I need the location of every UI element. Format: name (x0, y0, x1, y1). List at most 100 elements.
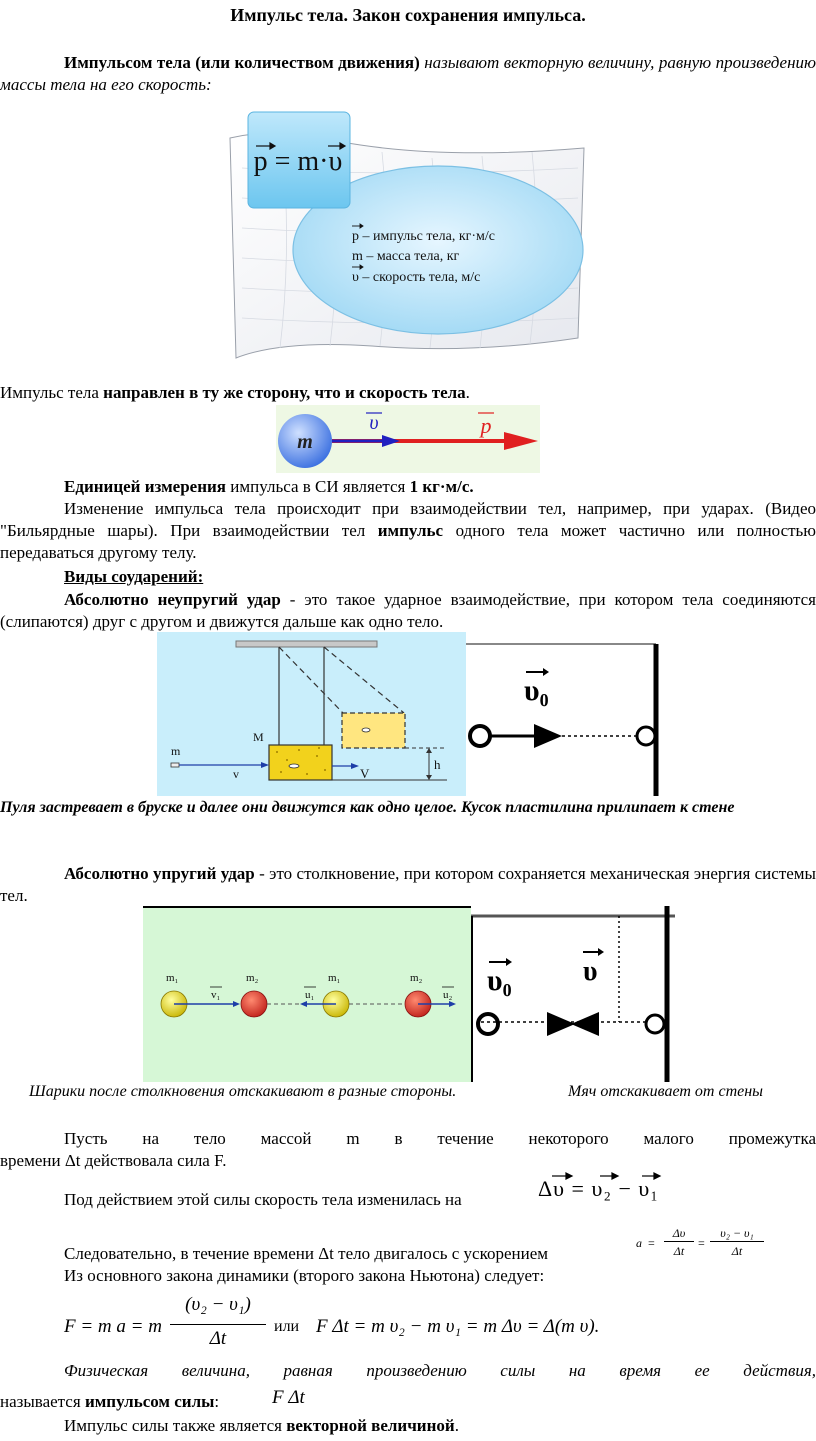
vector-v1: v₁ (211, 989, 221, 1001)
elastic-rest: - это столкновение, при котором сохраняе… (0, 864, 816, 905)
collision-types-label: Виды соударений: (64, 567, 204, 586)
acceleration-formula: a = Δυ Δt = υ₂ − υ₁ Δt (636, 1226, 766, 1264)
legend-line-2: m – масса тела, кг (352, 249, 460, 264)
definition-rest: называют векторную величину, равную прои… (0, 53, 816, 94)
height-label: h (434, 757, 441, 772)
impulse-formula: F Δt (272, 1387, 305, 1408)
stuck-ball (635, 725, 657, 747)
units-bold-2: 1 кг·м/с. (409, 477, 474, 496)
legend-line-3: υ – скорость тела, м/с (352, 270, 480, 285)
initial-velocity-label: υ₀ (524, 674, 549, 707)
incident-velocity-label: υ₀ (487, 964, 512, 997)
block-M (268, 744, 333, 781)
velocity-arrowhead (382, 435, 400, 447)
label-m2-after: m₂ (410, 972, 423, 984)
vector-note-bold: векторной величиной (286, 1416, 455, 1435)
acceleration-symbol: a (636, 1236, 642, 1250)
formula-card (247, 111, 351, 209)
force-line-1: Пусть на тело массой m в течение некотор… (64, 1129, 816, 1148)
collision-types-heading: Виды соударений: (0, 566, 816, 588)
acceleration-text: Следовательно, в течение времени Δt тело… (64, 1244, 549, 1263)
newton-or: или (274, 1318, 300, 1335)
acceleration-num-2: υ₂ − υ₁ (720, 1226, 754, 1240)
inelastic-rest: - это такое ударное взаимодействие, при … (0, 590, 816, 631)
direction-paragraph: Импульс тела направлен в ту же сторону, … (0, 382, 816, 404)
direction-figure: m υ p (276, 405, 540, 473)
newton-formula: F = m a = m (υ₂ − υ₁) Δt или F Δt = m υ₂… (64, 1290, 634, 1350)
acceleration-den-2: Δt (731, 1244, 743, 1258)
newton-text: Из основного закона динамики (второго за… (64, 1266, 545, 1285)
elastic-bold: Абсолютно упругий удар (64, 864, 255, 883)
plasticine-wall-figure: υ₀ (466, 643, 659, 796)
elastic-caption-right: Мяч отскакивает от стены (568, 1083, 763, 1100)
force-line-2: времени Δt действовала сила F. (0, 1151, 227, 1170)
definition-paragraph: Импульсом тела (или количеством движения… (0, 52, 816, 96)
newton-right: F Δt = m υ₂ − m υ₁ = m Δυ = Δ(m υ). (316, 1316, 600, 1337)
units-bold-1: Единицей измерения (64, 477, 227, 496)
velocity-change-text: Под действием этой силы скорость тела из… (64, 1190, 462, 1209)
formula-text: p = m·υ (254, 146, 343, 177)
direction-post: . (465, 383, 470, 402)
displaced-block (341, 712, 406, 749)
vector-note-post: . (454, 1416, 459, 1435)
inelastic-paragraph: Абсолютно неупругий удар - это такое уда… (0, 589, 816, 633)
impulse-def-bold: импульсом силы (84, 1392, 215, 1411)
vector-note-pre: Импульс силы также является (64, 1416, 287, 1435)
bullet-velocity-label: v (233, 767, 239, 781)
impulse-def-line-1: Физическая величина, равная произведению… (64, 1361, 816, 1380)
direction-bold: направлен в ту же сторону, что и скорост… (103, 383, 466, 402)
change-pre: Изменение импульса тела происходит при в… (0, 499, 816, 540)
vector-u2: u₂ (443, 989, 453, 1001)
impulse-def-post: : (214, 1392, 220, 1411)
inelastic-caption: Пуля застревает в бруске и далее они дви… (0, 799, 735, 816)
body-ball (278, 414, 332, 468)
legend-line-1: p – импульс тела, кг·м/с (352, 229, 495, 244)
newton-num: (υ₂ − υ₁) (185, 1294, 251, 1315)
acceleration-eq-2: = (698, 1236, 705, 1250)
direction-pre: Импульс тела (0, 383, 104, 402)
page-title: Импульс тела. Закон сохранения импульса. (230, 5, 586, 25)
elastic-paragraph: Абсолютно упругий удар - это столкновени… (0, 863, 816, 907)
velocity-change-arrows (552, 1172, 662, 1180)
legend-ellipse (292, 165, 584, 335)
combined-velocity-label: V (360, 766, 370, 781)
label-m2-before: m₂ (246, 972, 259, 984)
momentum-arrowhead (504, 432, 538, 450)
ball-at-wall (644, 1013, 666, 1035)
elastic-caption-left: Шарики после столкновения отскакивают в … (29, 1083, 457, 1100)
acceleration-eq-1: = (648, 1236, 655, 1250)
velocity-change-formula: Δυ = υ₂ − υ₁ (538, 1176, 659, 1201)
definition-term: Импульсом тела (или количеством движения… (64, 53, 420, 72)
plasticine-ball (468, 724, 492, 748)
impulse-def-pre: называется (0, 1392, 85, 1411)
momentum-label: p (479, 413, 492, 438)
label-m1-after: m₁ (328, 972, 341, 984)
units-mid: импульса в СИ является (226, 477, 410, 496)
newton-den: Δt (209, 1328, 227, 1349)
change-paragraph: Изменение импульса тела происходит при в… (0, 498, 816, 564)
momentum-formula-figure: p = m·υ p – импульс тела, кг·м/с m – мас… (229, 111, 585, 359)
vector-note: Импульс силы также является векторной ве… (64, 1416, 459, 1436)
impulse-def-line-2: называется импульсом силы: (0, 1392, 219, 1412)
inelastic-bold: Абсолютно неупругий удар (64, 590, 281, 609)
change-bold: импульс (377, 521, 444, 540)
vector-u1: u₁ (305, 989, 315, 1001)
velocity-label: υ (369, 412, 378, 434)
block-mass-label: M (253, 730, 264, 744)
ballistic-pendulum-figure: h m v M V (157, 632, 466, 796)
acceleration-den-1: Δt (673, 1244, 685, 1258)
rebound-velocity-label: υ (583, 956, 598, 987)
change-post: одного тела может частично или полностью… (0, 521, 816, 562)
ball-left (476, 1012, 500, 1036)
mass-label: m (297, 431, 313, 453)
acceleration-num-1: Δυ (672, 1226, 686, 1240)
ceiling-bar (235, 640, 378, 648)
ball-m2-before (240, 990, 268, 1018)
units-paragraph: Единицей измерения импульса в СИ являетс… (0, 476, 816, 498)
label-m1-before: m₁ (166, 972, 179, 984)
newton-left: F = m a = m (64, 1316, 162, 1337)
bullet-mass-label: m (171, 744, 181, 758)
ball-wall-figure: υ₀ υ (471, 906, 675, 1082)
elastic-balls-figure: m₁ m₂ m₁ m₂ v₁ u₁ u₂ (143, 906, 471, 1082)
bullet (170, 762, 180, 768)
